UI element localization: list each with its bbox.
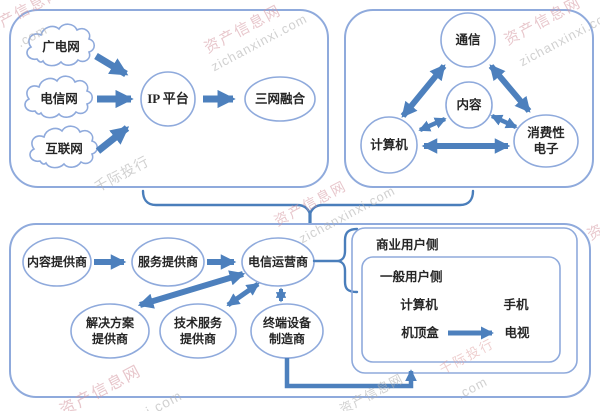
consumer-electronics-node	[513, 114, 579, 168]
content-provider-node	[22, 237, 92, 287]
top-panels-brace	[141, 189, 475, 218]
user-computer-label: 计算机	[400, 297, 438, 312]
consumer-electronics-label-line2: 电子	[533, 141, 559, 156]
arrow-broadcast-to-ip	[94, 52, 129, 78]
communication-label: 通信	[455, 32, 481, 47]
arrow-content-computer	[418, 116, 447, 133]
arrow-terminal-to-userside	[284, 358, 417, 389]
solution-provider-label-line2: 提供商	[92, 331, 128, 346]
user-phone-label: 手机	[503, 297, 529, 312]
arrow-communication-computer	[400, 64, 447, 118]
user-settop-label: 机顶盒	[401, 325, 439, 340]
fusion-node	[244, 76, 316, 122]
arrow-operator-solution	[137, 270, 246, 309]
general-user-side-label: 一般用户侧	[380, 269, 443, 284]
tech-service-provider-label-line1: 技术服务	[174, 315, 223, 330]
computer-node	[360, 116, 418, 174]
computer-label: 计算机	[370, 137, 408, 152]
content-label: 内容	[456, 97, 482, 112]
terminal-manufacturer-node	[250, 303, 324, 359]
tech-service-provider-node	[159, 303, 237, 359]
telecom-operator-label: 电信运营商	[248, 254, 308, 269]
service-provider-label: 服务提供商	[138, 254, 198, 269]
arrow-internet-to-ip	[95, 125, 130, 154]
user-tv-label: 电视	[504, 325, 530, 340]
terminal-manufacturer-label-line2: 制造商	[269, 331, 305, 346]
arrow-operator-techservice	[226, 281, 260, 308]
solution-provider-label-line1: 解决方案	[86, 315, 135, 330]
arrow-content-consumer	[490, 113, 518, 130]
solution-provider-node	[70, 303, 150, 359]
ip-platform-node	[140, 71, 196, 127]
general-user-side-box	[361, 256, 561, 363]
terminal-manufacturer-label-line1: 终端设备	[263, 315, 312, 330]
consumer-electronics-label-line1: 消费性	[527, 125, 565, 140]
arrow-communication-consumer	[488, 64, 532, 113]
ip-platform-label: IP 平台	[147, 91, 189, 106]
telecom-network-label: 电信网	[40, 91, 78, 106]
communication-node	[440, 12, 496, 68]
tech-service-provider-label-line2: 提供商	[180, 331, 216, 346]
internet-label: 互联网	[45, 142, 83, 156]
user-side-brace	[337, 227, 359, 294]
business-user-side-label: 商业用户侧	[376, 237, 439, 252]
business-user-side-box	[351, 227, 578, 374]
fusion-label: 三网融合	[255, 91, 306, 106]
content-provider-label: 内容提供商	[27, 254, 87, 269]
broadcast-network-label: 广电网	[42, 39, 80, 54]
